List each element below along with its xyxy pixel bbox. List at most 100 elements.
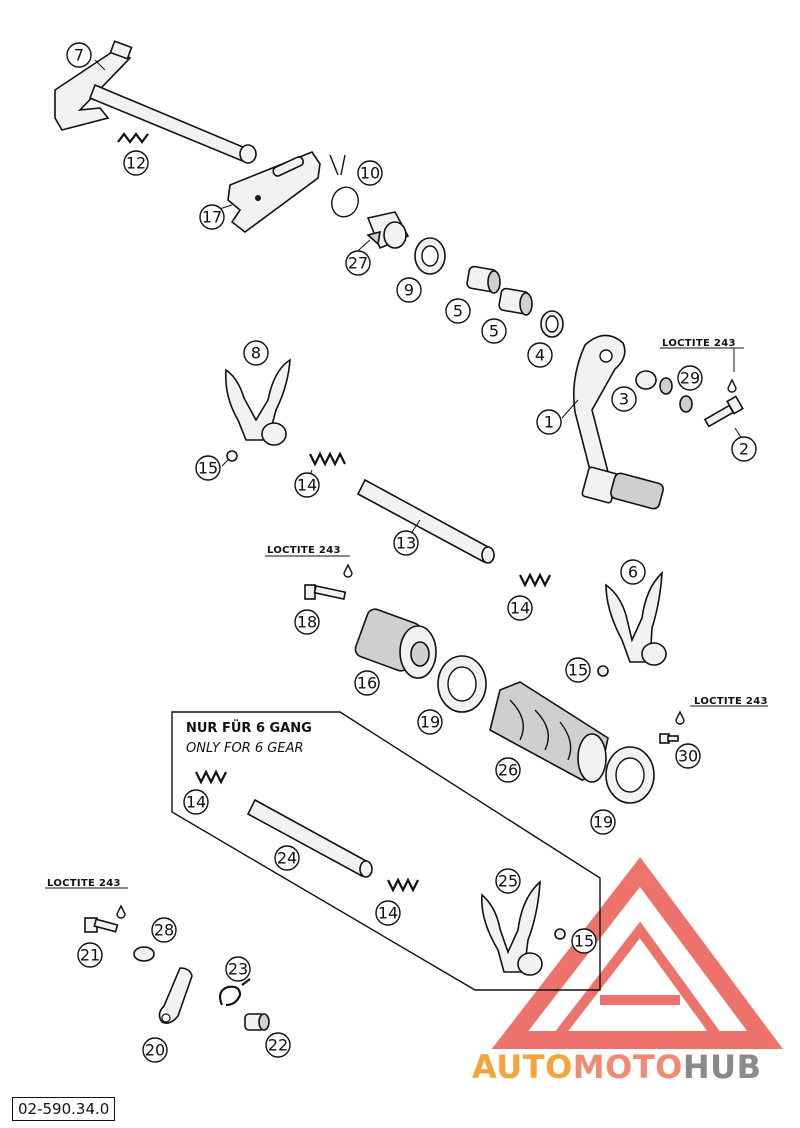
shift-drum-locator-16: [354, 608, 437, 679]
callout-number: 28: [154, 921, 174, 940]
bolt-21: [84, 904, 126, 933]
callout-7: 7: [66, 42, 92, 68]
loctite-label-2: LOCTITE 243: [265, 545, 350, 557]
callout-5: 5: [481, 318, 507, 344]
spring-14a: [309, 451, 346, 467]
callout-30: 30: [675, 743, 701, 769]
bolt-2: [703, 378, 744, 428]
loctite-label-1: LOCTITE 243: [660, 338, 744, 372]
callout-circle: [66, 42, 92, 68]
callout-number: 19: [420, 713, 440, 732]
spring-clip-10: [329, 154, 359, 218]
callout-25: 25: [495, 868, 521, 894]
callout-number: 29: [680, 369, 700, 388]
bolt-18: [304, 563, 353, 600]
callout-number: 2: [739, 440, 749, 459]
callout-circle: [77, 942, 103, 968]
callout-number: 5: [489, 322, 499, 341]
screw-30: [659, 710, 685, 744]
washer-9: [414, 237, 446, 275]
callout-circle: [123, 150, 149, 176]
callout-6: 6: [620, 559, 646, 585]
callout-circle: [357, 160, 383, 186]
svg-text:LOCTITE 243: LOCTITE 243: [694, 696, 768, 707]
callout-19: 19: [590, 809, 616, 835]
callout-circle: [571, 928, 597, 954]
shaft-24: [246, 798, 373, 878]
callout-circle: [417, 709, 443, 735]
loctite-label-4: LOCTITE 243: [45, 878, 128, 889]
callout-22: 22: [265, 1032, 291, 1058]
callout-number: 22: [268, 1036, 288, 1055]
spring-14b: [519, 572, 551, 588]
callout-circle: [354, 670, 380, 696]
brand-auto: AUTO: [472, 1048, 573, 1086]
callout-circle: [536, 409, 562, 435]
watermark-logo: [491, 857, 783, 1049]
panel-subtitle: ONLY FOR 6 GEAR: [186, 741, 304, 756]
callout-1: 1: [536, 409, 562, 435]
callout-circle: [675, 743, 701, 769]
callout-circle: [294, 472, 320, 498]
callout-13: 13: [393, 530, 419, 556]
callout-number: 15: [198, 459, 218, 478]
washer-3: [635, 370, 657, 390]
callout-number: 6: [628, 563, 638, 582]
shift-lever-1: [572, 334, 664, 510]
callout-circle: [677, 365, 703, 391]
callout-14: 14: [294, 472, 320, 498]
spring-12: [117, 132, 149, 144]
pin-15b: [597, 665, 609, 677]
bearing-19a: [437, 655, 487, 713]
svg-text:LOCTITE 243: LOCTITE 243: [267, 545, 341, 556]
callout-number: 8: [251, 344, 261, 363]
callout-5: 5: [445, 298, 471, 324]
callout-circle: [183, 789, 209, 815]
callout-number: 14: [297, 476, 317, 495]
brand-wordmark: AUTOMOTOHUB: [472, 1048, 762, 1086]
callout-number: 25: [498, 872, 518, 891]
callout-number: 27: [348, 254, 368, 273]
callout-number: 15: [568, 661, 588, 680]
callout-circle: [345, 250, 371, 276]
callout-number: 19: [593, 813, 613, 832]
spring-14c: [195, 769, 227, 785]
six-gear-panel-outline: [171, 711, 601, 991]
callout-9: 9: [396, 277, 422, 303]
shift-shaft-part: [54, 40, 257, 164]
callout-circle: [620, 559, 646, 585]
callout-circle: [195, 455, 221, 481]
callout-number: 5: [453, 302, 463, 321]
brand-hub: HUB: [682, 1048, 762, 1086]
shaft-13: [356, 478, 495, 564]
callout-number: 4: [535, 346, 545, 365]
svg-text:LOCTITE 243: LOCTITE 243: [662, 338, 736, 349]
callout-circle: [199, 204, 225, 230]
callout-circle: [243, 340, 269, 366]
shift-fork-25: [481, 880, 543, 976]
bushing-4: [540, 310, 564, 338]
pin-15a: [226, 450, 238, 462]
brand-moto: MOTO: [572, 1048, 683, 1086]
callout-24: 24: [274, 845, 300, 871]
bushing-5b: [498, 287, 533, 316]
callout-23: 23: [225, 956, 251, 982]
callout-29: 29: [677, 365, 703, 391]
callout-number: 3: [619, 390, 629, 409]
callout-10: 10: [357, 160, 383, 186]
shift-fork-6: [605, 571, 667, 666]
callout-circle: [495, 757, 521, 783]
callout-circle: [527, 342, 553, 368]
callout-number: 9: [404, 281, 414, 300]
lock-washer-29a: [659, 377, 673, 395]
pin-15c: [554, 928, 566, 940]
callout-circle: [611, 386, 637, 412]
callout-18: 18: [294, 609, 320, 635]
spring-14d: [387, 877, 419, 893]
callout-15: 15: [565, 657, 591, 683]
callout-circle: [565, 657, 591, 683]
callout-number: 18: [297, 613, 317, 632]
callout-14: 14: [183, 789, 209, 815]
plate-17: [227, 151, 321, 234]
